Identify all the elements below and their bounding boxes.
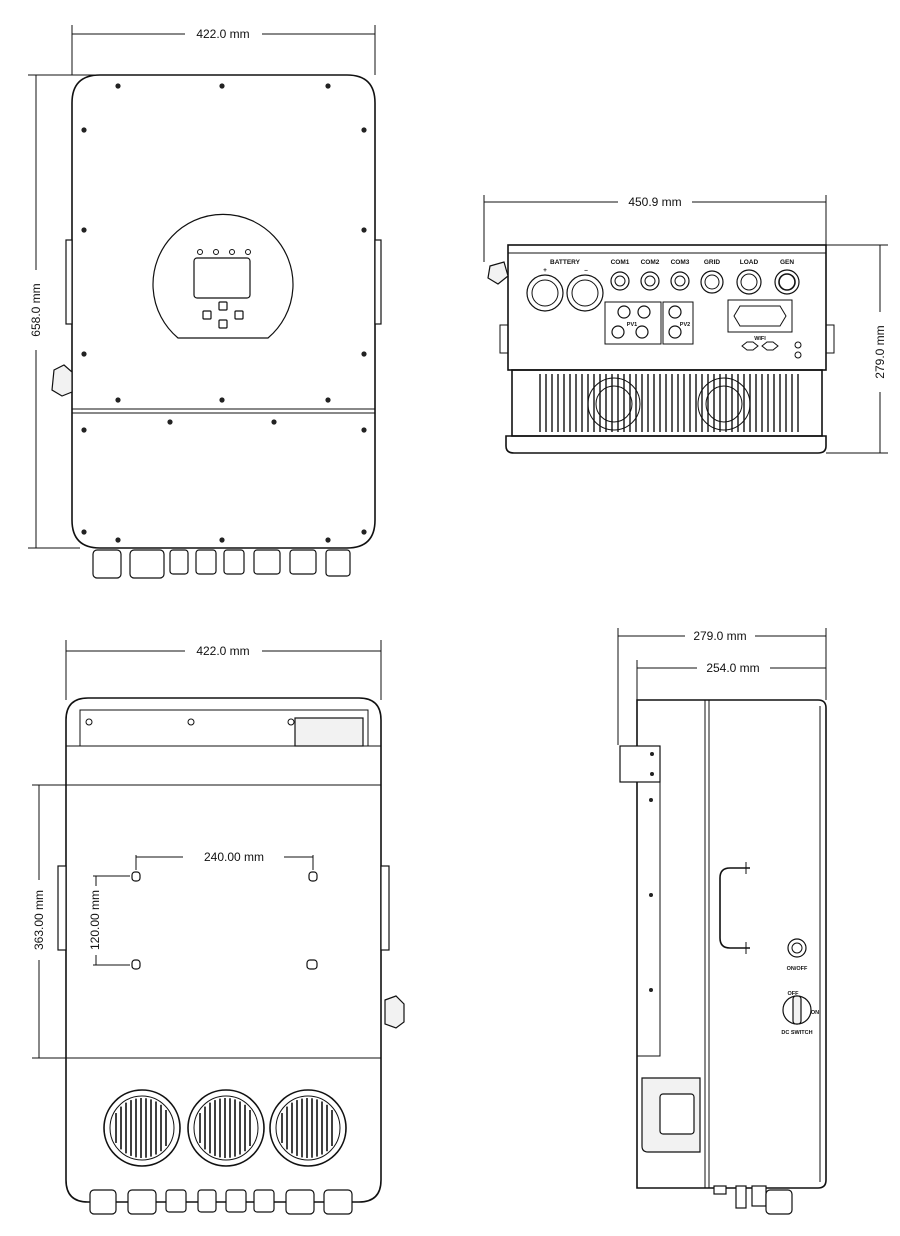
com2-label: COM2	[641, 259, 660, 266]
back-dc-knob	[384, 995, 405, 1029]
side-body-depth-dim: 254.0 mm	[706, 661, 759, 675]
back-view: 422.0 mm 363.00 mm 240.00 mm 120	[32, 640, 405, 1215]
bottom-view: 450.9 mm 279.0 mm BATTERY + – COM1 COM2 …	[483, 195, 888, 454]
on-off-label: ON/OFF	[787, 966, 808, 972]
back-height-dim: 363.00 mm	[32, 890, 46, 950]
pv1-block	[604, 301, 662, 345]
wifi-module	[727, 299, 793, 333]
pv1-label: PV1	[627, 322, 637, 328]
dc-off-label: OFF	[788, 991, 800, 997]
side-view: 279.0 mm 254.0 mm ON/OFF OFF ON DC SWITC…	[617, 628, 827, 1215]
bottom-dc-knob	[487, 261, 509, 285]
load-label: LOAD	[740, 259, 759, 266]
mount-hole-tl	[131, 871, 141, 882]
bottom-width-dim: 450.9 mm	[628, 195, 681, 209]
back-fans	[103, 1089, 347, 1167]
hole-vertical-dim: 120.00 mm	[88, 890, 102, 950]
back-width-dim: 422.0 mm	[196, 644, 249, 658]
front-view: 422.0 mm 658.0 mm	[28, 25, 382, 579]
pv2-label: PV2	[680, 322, 690, 328]
front-housing	[71, 74, 376, 549]
mount-hole-bl	[131, 959, 141, 970]
right-handle	[374, 239, 382, 325]
dc-on-label: ON	[811, 1010, 819, 1016]
wifi-label: WIFI	[754, 336, 766, 342]
on-off-button	[787, 938, 807, 958]
indicator-leds	[197, 249, 251, 255]
battery-plus-label: +	[543, 267, 547, 274]
com3-label: COM3	[671, 259, 690, 266]
mount-hole-tr	[308, 871, 318, 882]
panel-buttons	[202, 301, 244, 329]
front-height-dim: 658.0 mm	[29, 283, 43, 336]
dc-switch-knob	[51, 364, 73, 397]
back-vent	[294, 717, 364, 747]
heat-sink-fans	[587, 377, 751, 431]
gen-label: GEN	[780, 259, 794, 266]
battery-label: BATTERY	[550, 259, 581, 266]
side-housing	[636, 699, 827, 1189]
mount-hole-br	[306, 959, 318, 970]
back-housing	[65, 697, 382, 1203]
com3-port	[670, 271, 690, 291]
front-width-dim: 422.0 mm	[196, 27, 249, 41]
back-cable-glands	[89, 1189, 353, 1215]
front-screws	[81, 83, 367, 543]
back-right-handle	[380, 865, 390, 951]
dc-switch-label: DC SWITCH	[781, 1030, 812, 1036]
front-cable-glands	[92, 549, 351, 579]
com1-label: COM1	[611, 259, 630, 266]
com2-port	[640, 271, 660, 291]
grid-label: GRID	[704, 259, 721, 266]
wall-bracket-top	[619, 745, 661, 783]
pv2-block	[662, 301, 694, 345]
heat-sink-fins	[539, 374, 799, 432]
left-handle	[65, 239, 73, 325]
lcd-screen	[193, 257, 251, 299]
battery-minus-label: –	[584, 267, 588, 274]
hole-horizontal-dim: 240.00 mm	[204, 850, 264, 864]
com1-port	[610, 271, 630, 291]
bottom-depth-dim: 279.0 mm	[873, 325, 887, 378]
back-left-handle	[57, 865, 67, 951]
side-handle	[719, 867, 750, 949]
grid-port	[700, 270, 724, 294]
side-total-depth-dim: 279.0 mm	[693, 629, 746, 643]
